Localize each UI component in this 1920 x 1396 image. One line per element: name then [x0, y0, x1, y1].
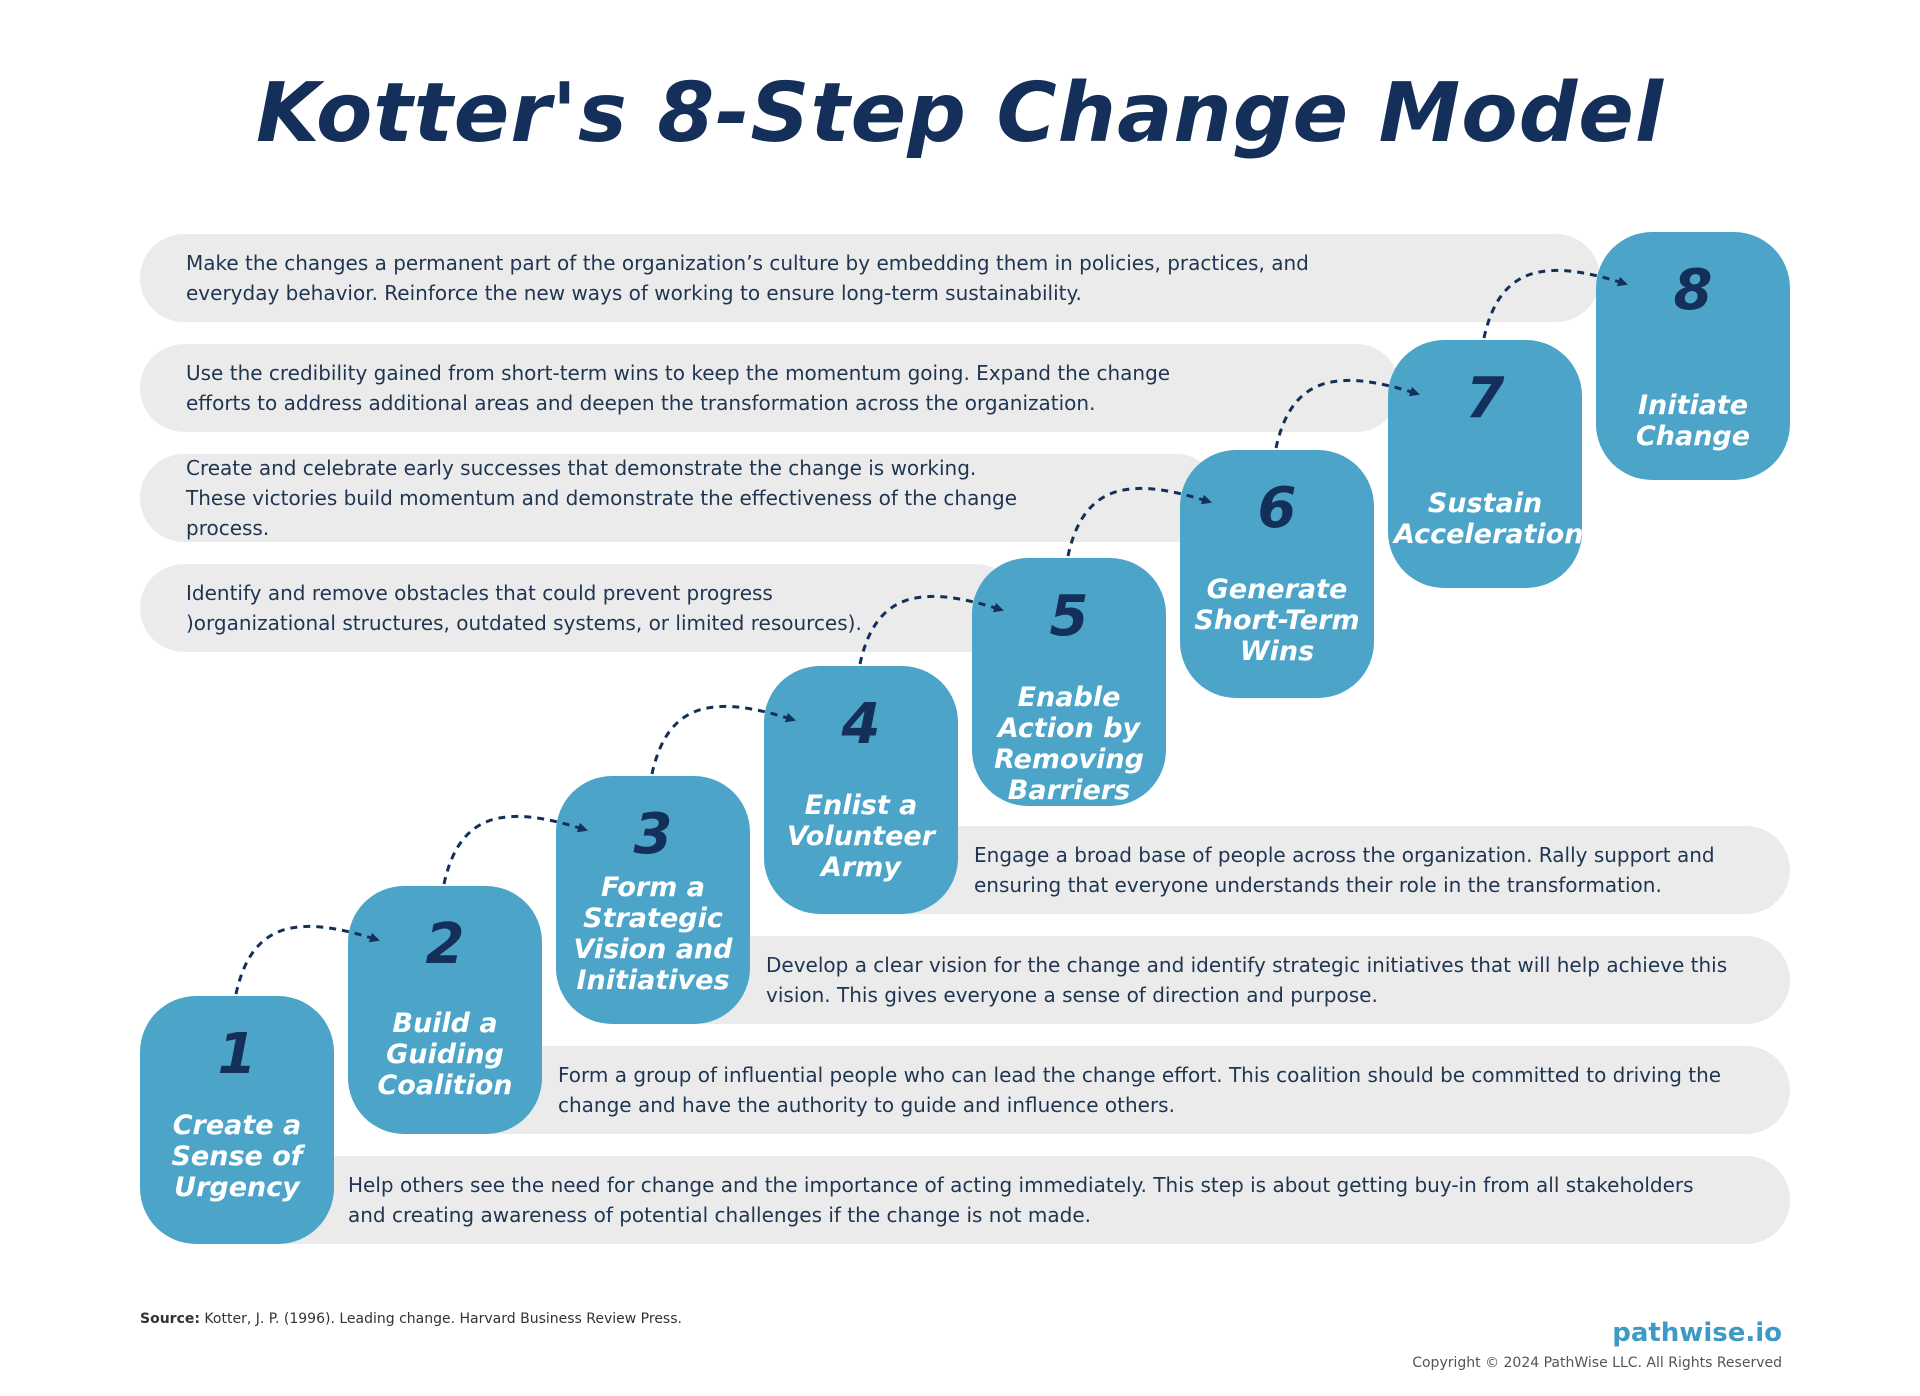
step-7-box: 7 Sustain Acceleration [1388, 340, 1584, 588]
step-8-label: Initiate Change [1635, 390, 1751, 452]
step-3-label: Form a Strategic Vision and Initiatives [573, 872, 733, 996]
step-2-label: Build a Guiding Coalition [377, 1008, 513, 1101]
brand-logo: pathwise.io [1612, 1318, 1782, 1348]
step-5-number: 5 [1049, 584, 1089, 649]
step-3-description: Develop a clear vision for the change an… [620, 936, 1790, 1024]
step-7-label: Sustain Acceleration [1394, 488, 1584, 550]
step-5-box: 5 Enable Action by Removing Barriers [972, 558, 1166, 806]
step-5-label: Enable Action by Removing Barriers [994, 682, 1144, 806]
step-8-number: 8 [1673, 258, 1713, 323]
step-6-label: Generate Short-Term Wins [1194, 574, 1360, 667]
step-2-number: 2 [425, 912, 465, 977]
step-3-number: 3 [633, 802, 673, 867]
step-4-box: 4 Enlist a Volunteer Army [764, 666, 958, 914]
source-citation: Source: Kotter, J. P. (1996). Leading ch… [140, 1311, 682, 1327]
step-1-box: 1 Create a Sense of Urgency [140, 996, 334, 1244]
step-5-description: Identify and remove obstacles that could… [140, 564, 1020, 652]
step-1-number: 1 [217, 1022, 257, 1087]
step-1-label: Create a Sense of Urgency [171, 1110, 303, 1203]
step-1-description: Help others see the need for change and … [204, 1156, 1790, 1244]
step-4-label: Enlist a Volunteer Army [786, 790, 936, 883]
step-3-box: 3 Form a Strategic Vision and Initiative… [556, 776, 750, 1024]
step-2-box: 2 Build a Guiding Coalition [348, 886, 542, 1134]
step-6-box: 6 Generate Short-Term Wins [1180, 450, 1374, 698]
page-title: Kotter's 8-Step Change Model [256, 66, 1664, 161]
step-4-description: Engage a broad base of people across the… [830, 826, 1790, 914]
step-8-box: 8 Initiate Change [1596, 232, 1790, 480]
step-6-description: Create and celebrate early successes tha… [140, 454, 1220, 542]
step-4-number: 4 [841, 692, 881, 757]
source-text: Kotter, J. P. (1996). Leading change. Ha… [204, 1311, 682, 1327]
step-2-description: Form a group of influential people who c… [412, 1046, 1790, 1134]
step-7-number: 7 [1465, 366, 1505, 431]
step-7-description: Use the credibility gained from short-te… [140, 344, 1400, 432]
step-8-description: Make the changes a permanent part of the… [140, 234, 1600, 322]
copyright-text: Copyright © 2024 PathWise LLC. All Right… [1412, 1355, 1782, 1371]
step-6-number: 6 [1257, 476, 1297, 541]
source-label: Source: [140, 1311, 200, 1327]
